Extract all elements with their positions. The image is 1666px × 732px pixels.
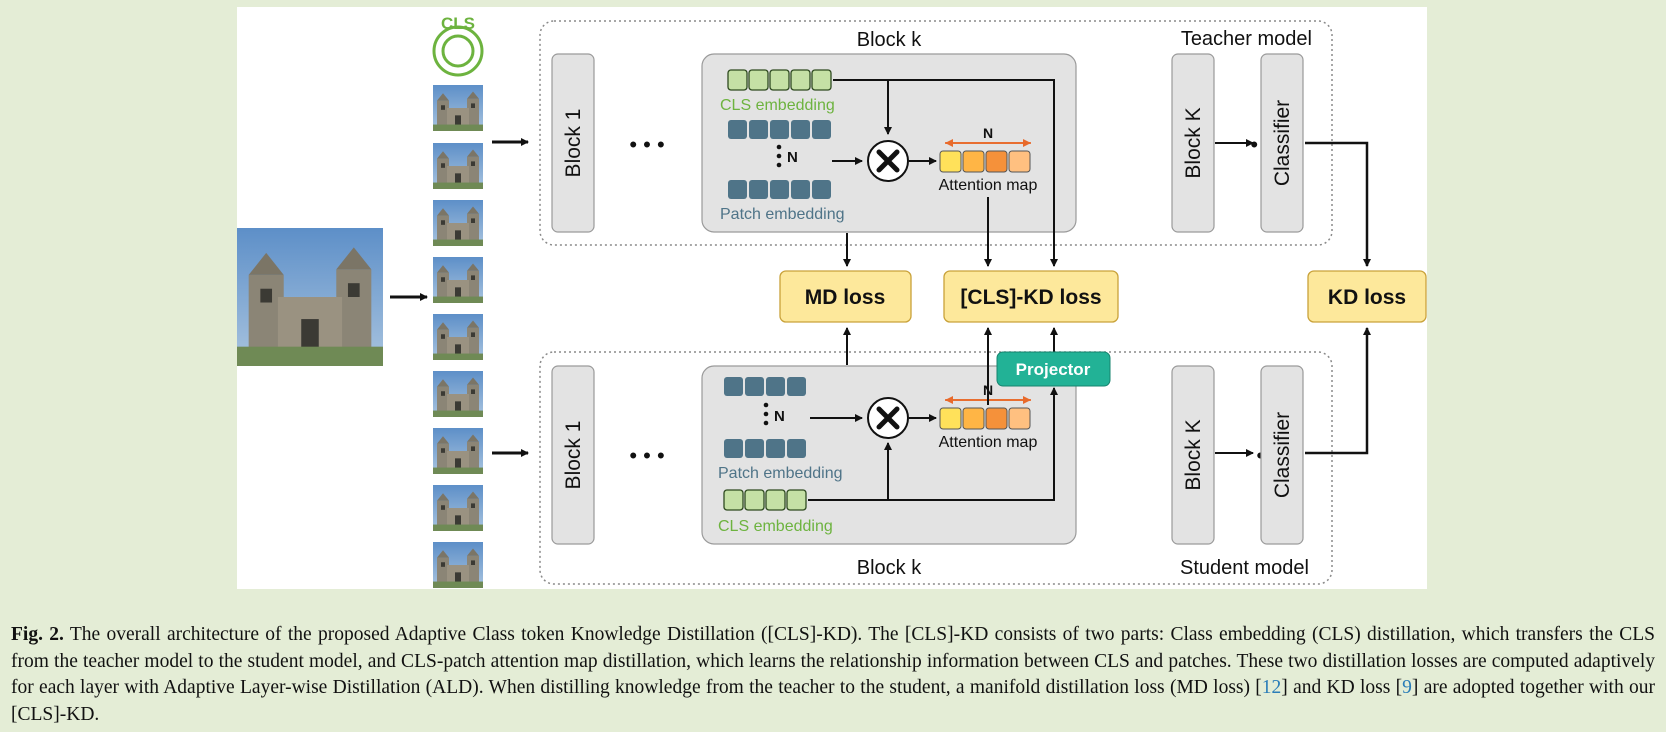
caption-text-3: ] are adopted together with our [CLS]-KD… — [11, 677, 1655, 725]
student-model: Student model Block 1 • • • Block k N Pa… — [539, 351, 1333, 585]
student-model-frame — [539, 351, 1333, 585]
student-attention-map — [939, 407, 1031, 430]
kd-loss-label: KD loss — [1328, 286, 1406, 309]
teacher-block-K-label: Block K — [1182, 107, 1205, 178]
teacher-model-label: Teacher model — [1181, 28, 1312, 50]
teacher-ellipsis-left: • • • — [629, 132, 664, 157]
cls-token-icon — [432, 25, 484, 77]
student-classifier-to-kd-arrow — [1305, 327, 1371, 455]
student-patch-embedding-label: Patch embedding — [718, 465, 843, 482]
diagram-canvas: CLS Teacher model Block 1 • • • Block k — [237, 14, 1427, 588]
architecture-figure: CLS Teacher model Block 1 • • • Block k — [237, 7, 1427, 589]
caption-text-2: ] and KD loss [ — [1281, 677, 1403, 698]
student-cls-to-projector-arrow — [808, 387, 1058, 501]
student-block-1-label: Block 1 — [562, 421, 585, 490]
teacher-patch-embedding-top — [728, 120, 831, 139]
teacher-classifier-to-kd-arrow — [1305, 141, 1371, 267]
teacher-n-label: N — [787, 149, 798, 166]
student-attention-map-label: Attention map — [939, 434, 1038, 451]
teacher-attention-n-label: N — [983, 125, 993, 141]
image-patches — [433, 85, 483, 588]
teacher-cls-embedding-label: CLS embedding — [720, 97, 835, 114]
teacher-vertical-dots — [776, 144, 782, 168]
input-image — [237, 228, 383, 366]
teacher-multiply-icon — [867, 140, 909, 182]
teacher-block-1-label: Block 1 — [562, 109, 585, 178]
student-block-K-label: Block K — [1182, 419, 1205, 490]
projector: Projector — [996, 351, 1111, 387]
student-classifier-label: Classifier — [1271, 412, 1294, 498]
cls-kd-loss-label: [CLS]-KD loss — [960, 286, 1101, 309]
student-patch-embedding-bottom — [724, 439, 806, 458]
md-loss: MD loss — [779, 270, 912, 323]
teacher-block-k-label: Block k — [857, 29, 922, 51]
student-block-k-label: Block k — [857, 557, 922, 579]
student-block-1 — [551, 365, 595, 545]
teacher-model-frame — [539, 20, 1333, 246]
student-cls-embedding-label: CLS embedding — [718, 518, 833, 535]
teacher-model: Teacher model Block 1 • • • Block k CLS … — [539, 20, 1333, 246]
teacher-block-1 — [551, 53, 595, 233]
md-loss-label: MD loss — [805, 286, 886, 309]
teacher-block-K — [1171, 53, 1215, 233]
cls-kd-loss: [CLS]-KD loss — [943, 270, 1119, 323]
teacher-attention-map-label: Attention map — [939, 177, 1038, 194]
student-model-label: Student model — [1180, 557, 1309, 579]
teacher-patch-embedding-bottom — [728, 180, 831, 199]
student-vertical-dots — [763, 402, 769, 426]
projector-label: Projector — [1016, 360, 1091, 379]
student-multiply-icon — [867, 397, 909, 439]
student-block-K — [1171, 365, 1215, 545]
student-classifier — [1260, 365, 1304, 545]
student-n-label: N — [774, 408, 785, 425]
figure-label: Fig. 2. — [11, 624, 64, 645]
teacher-cls-embedding — [727, 69, 832, 91]
student-cls-embedding — [723, 489, 807, 511]
teacher-cls-to-clskd-arrow — [833, 79, 1058, 267]
caption-text-1: The overall architecture of the proposed… — [11, 624, 1655, 698]
reference-link-12[interactable]: 12 — [1261, 677, 1282, 698]
teacher-attention-map — [939, 150, 1031, 173]
figure-caption: Fig. 2. The overall architecture of the … — [11, 622, 1655, 728]
student-ellipsis-left: • • • — [629, 443, 664, 468]
teacher-classifier-label: Classifier — [1271, 100, 1294, 186]
teacher-patch-embedding-label: Patch embedding — [720, 206, 845, 223]
reference-link-9[interactable]: 9 — [1402, 677, 1412, 698]
student-patch-embedding-top — [724, 377, 806, 396]
kd-loss: KD loss — [1307, 270, 1427, 323]
teacher-classifier — [1260, 53, 1304, 233]
